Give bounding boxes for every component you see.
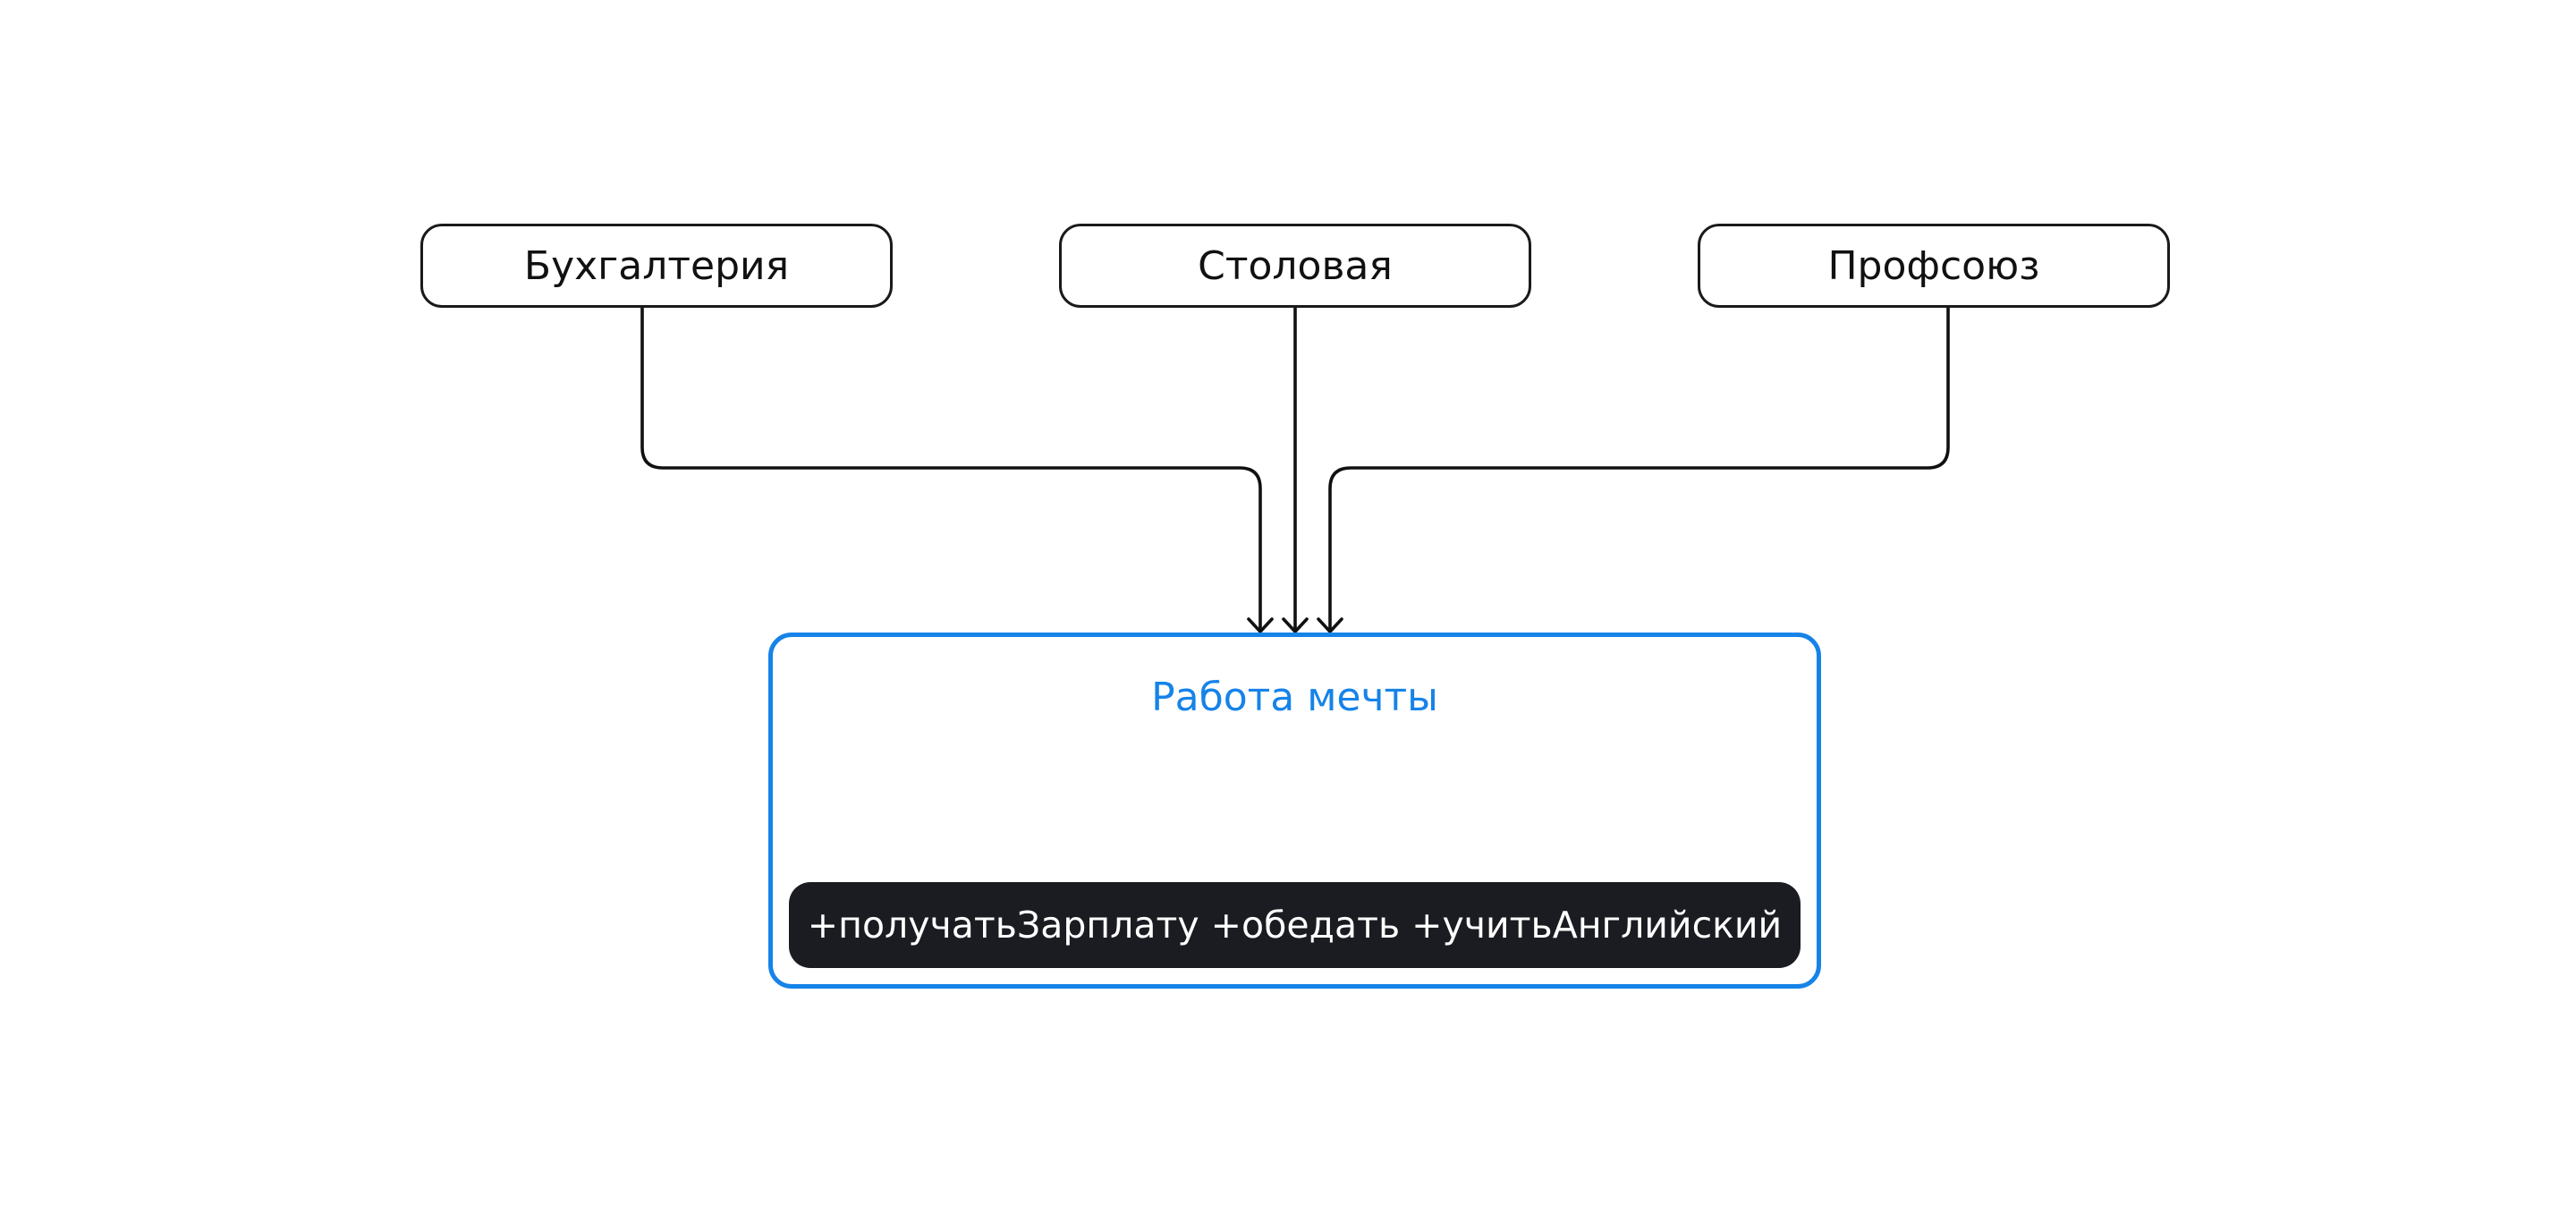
node-union: Профсоюз — [1698, 224, 2170, 308]
node-dream-job: Работа мечты +получатьЗарплату +обедать … — [768, 633, 1821, 989]
dream-job-methods: +получатьЗарплату +обедать +учитьАнглийс… — [789, 882, 1801, 968]
arrowhead-canteen — [1282, 617, 1309, 633]
dream-job-title: Работа мечты — [1151, 675, 1438, 720]
methods-text: +получатьЗарплату +обедать +учитьАнглийс… — [807, 904, 1783, 947]
node-accounting: Бухгалтерия — [420, 224, 893, 308]
arrowhead-union — [1317, 617, 1343, 633]
node-canteen-label: Столовая — [1198, 242, 1393, 289]
arrowhead-accounting — [1247, 617, 1274, 633]
node-accounting-label: Бухгалтерия — [523, 242, 790, 289]
node-union-label: Профсоюз — [1827, 242, 2040, 289]
node-canteen: Столовая — [1059, 224, 1531, 308]
edge-accounting-to-target — [640, 306, 1262, 633]
edge-union-to-target — [1328, 306, 1950, 633]
